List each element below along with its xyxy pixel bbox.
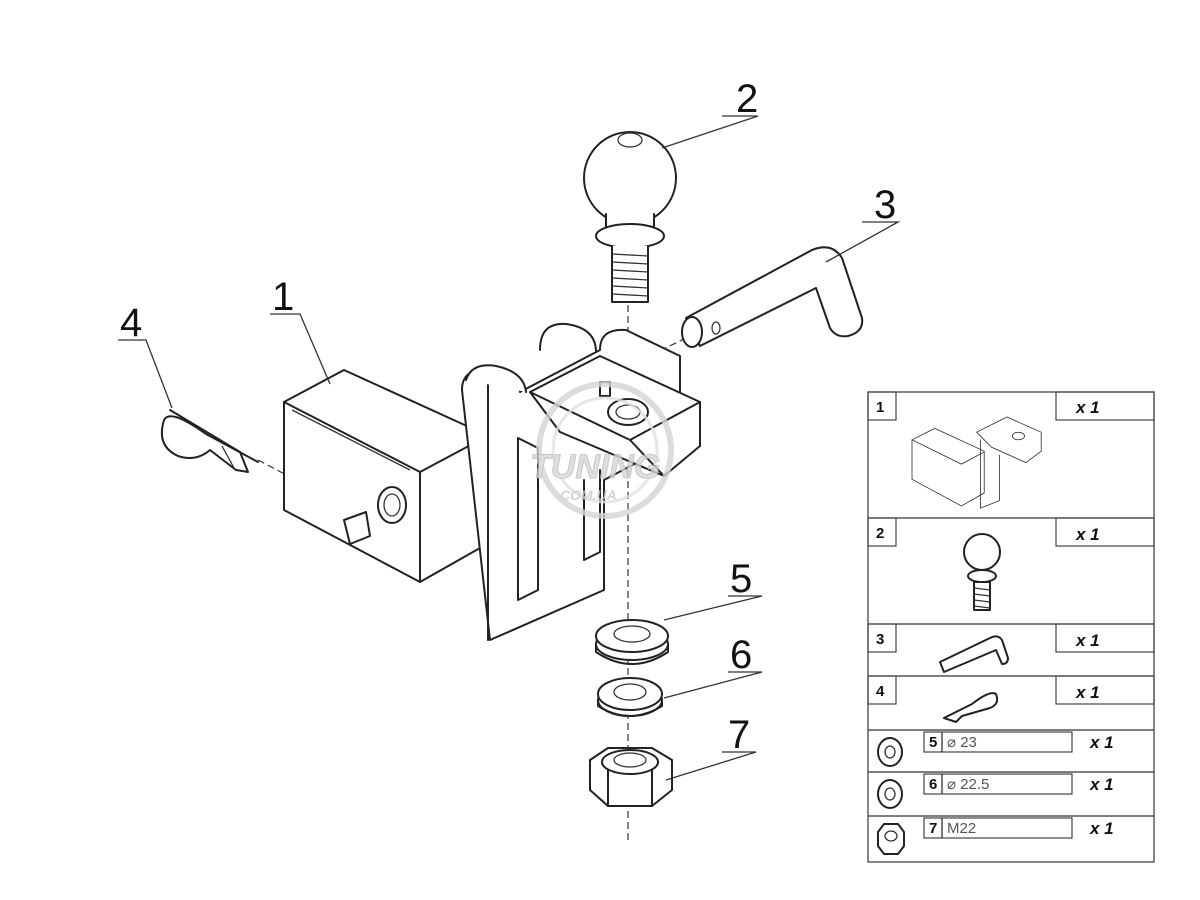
part-2-tow-ball [583, 131, 677, 303]
row-2-quantity: x 1 [1075, 525, 1100, 544]
part-5-flat-washer [595, 619, 669, 665]
callout-leaders [118, 115, 901, 781]
row-3-quantity: x 1 [1075, 631, 1100, 650]
row-4-quantity: x 1 [1075, 683, 1100, 702]
watermark-main-text: TUNING [530, 448, 660, 486]
row-7-quantity: x 1 [1089, 819, 1114, 838]
table-row-2: 2 x 1 [867, 517, 1155, 611]
row-1-number: 1 [876, 399, 884, 416]
thumb-spring-washer [877, 779, 903, 809]
tuning-watermark: TUNING COM.UA [530, 381, 674, 519]
table-row-1: 1 x 1 [867, 391, 1155, 509]
callout-7: 7 [728, 713, 750, 757]
callout-6: 6 [730, 633, 752, 677]
table-row-5: 5 ⌀ 23 x 1 [877, 731, 1114, 767]
row-1-quantity: x 1 [1075, 398, 1100, 417]
row-4-number: 4 [876, 683, 885, 700]
row-5-quantity: x 1 [1089, 733, 1114, 752]
row-6-quantity: x 1 [1089, 775, 1114, 794]
row-7-spec: M22 [947, 820, 976, 837]
callout-1: 1 [272, 275, 294, 319]
thumb-nut [877, 823, 905, 855]
callout-4: 4 [120, 301, 142, 345]
callout-numbers: 1 2 3 4 5 6 7 [120, 77, 896, 757]
watermark-sub-text: COM.UA [560, 487, 617, 503]
row-5-spec: ⌀ 23 [947, 734, 977, 751]
part-6-spring-washer [597, 677, 663, 717]
callout-3: 3 [874, 183, 896, 227]
thumb-r-clip [943, 692, 999, 723]
table-row-7: 7 M22 x 1 [877, 817, 1114, 855]
part-3-l-pin [681, 246, 864, 348]
row-6-spec: ⌀ 22.5 [947, 776, 989, 793]
row-5-number: 5 [929, 734, 937, 751]
thumb-tow-ball [963, 533, 1001, 611]
part-4-r-clip [160, 409, 259, 473]
table-row-6: 6 ⌀ 22.5 x 1 [877, 773, 1114, 809]
row-7-number: 7 [929, 820, 937, 837]
thumb-flat-washer [877, 737, 903, 767]
row-6-number: 6 [929, 776, 937, 793]
callout-2: 2 [736, 77, 758, 121]
row-2-number: 2 [876, 525, 884, 542]
thumb-hitch-mount [911, 416, 1042, 509]
table-row-3: 3 x 1 [867, 623, 1155, 673]
thumb-l-pin [939, 635, 1009, 673]
table-row-4: 4 x 1 [867, 675, 1155, 723]
part-7-nut [589, 747, 673, 807]
callout-5: 5 [730, 557, 752, 601]
row-3-number: 3 [876, 631, 884, 648]
parts-table: 1 x 1 2 x 1 [867, 391, 1155, 863]
